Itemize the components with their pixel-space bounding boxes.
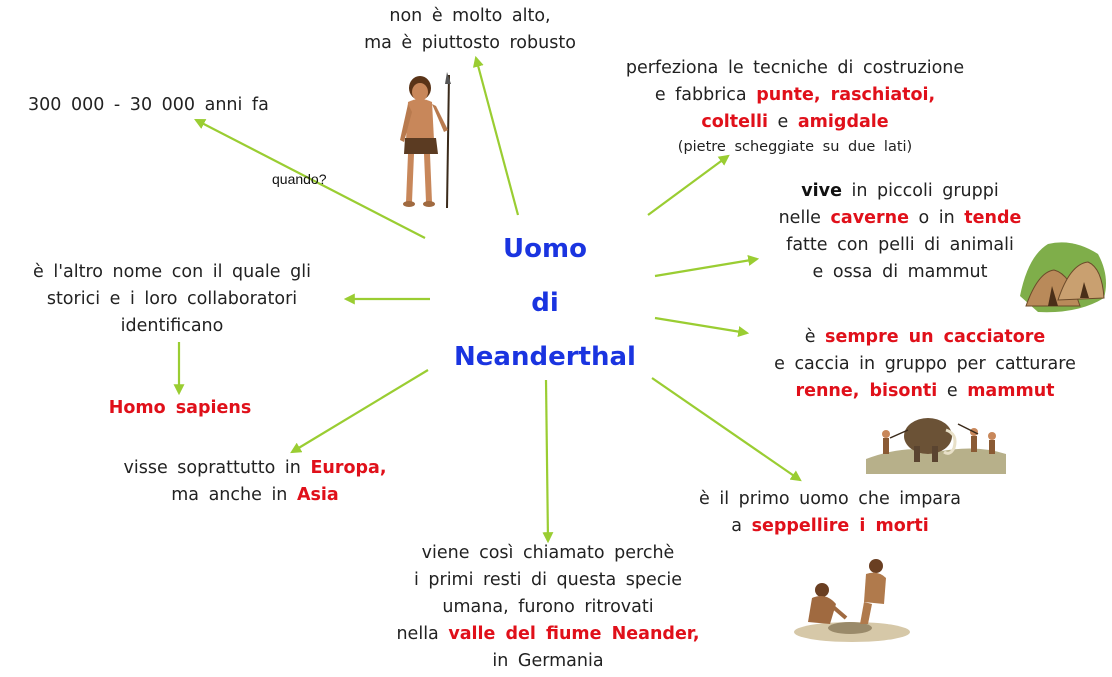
arrow-to-name xyxy=(542,379,554,544)
node-living-line2d: tende xyxy=(964,208,1022,228)
node-name-origin: viene così chiamato perchè i primi resti… xyxy=(368,540,728,675)
node-other-name-line3: identificano xyxy=(120,316,224,336)
edge-label-quando: quando? xyxy=(272,171,327,187)
node-sapiens-text: Homo sapiens xyxy=(108,398,252,418)
node-tools: perfeziona le tecniche di costruzione e … xyxy=(585,55,1005,158)
node-tools-line2b: punte, raschiatoi, xyxy=(756,85,936,105)
arrow-to-where xyxy=(290,369,429,454)
node-tools-line4: (pietre scheggiate su due lati) xyxy=(677,139,913,155)
node-hunter-line1a: è xyxy=(804,327,826,347)
node-name-line1: viene così chiamato perchè xyxy=(421,543,675,563)
node-stature: non è molto alto, ma è piuttosto robusto xyxy=(330,3,610,57)
node-tools-line2a: e fabbrica xyxy=(654,85,757,105)
node-other-name: è l'altro nome con il quale gli storici … xyxy=(2,259,342,340)
node-stature-line1: non è molto alto, xyxy=(389,6,551,26)
node-where-line2a: ma anche in xyxy=(171,485,297,505)
node-when: 300 000 - 30 000 anni fa xyxy=(28,92,269,119)
node-where-line1a: visse soprattutto in xyxy=(123,458,311,478)
node-burial-line2a: a xyxy=(731,516,752,536)
burial-scene-illustration xyxy=(794,559,910,642)
node-living-line2c: o in xyxy=(908,208,965,228)
mammoth-hunt-illustration xyxy=(866,418,1006,474)
node-name-line4b: valle del fiume Neander, xyxy=(448,624,700,644)
node-where-line1b: Europa, xyxy=(310,458,387,478)
node-hunter-line1b: sempre un cacciatore xyxy=(825,327,1046,347)
node-living-line2b: caverne xyxy=(830,208,909,228)
node-stature-line2: ma è piuttosto robusto xyxy=(364,33,576,53)
node-hunter-line3b: e xyxy=(937,381,968,401)
node-name-line3: umana, furono ritrovati xyxy=(442,597,654,617)
arrow-to-stature xyxy=(472,55,520,216)
neanderthal-man-illustration xyxy=(400,72,451,209)
arrow-to-hunter xyxy=(654,316,750,338)
node-name-line2: i primi resti di questa specie xyxy=(413,570,683,590)
node-burial-line1: è il primo uomo che impara xyxy=(699,489,961,509)
node-tools-line3c: amigdale xyxy=(797,112,889,132)
node-living: vive in piccoli gruppi nelle caverne o i… xyxy=(740,178,1060,286)
center-title-line2: di xyxy=(531,288,559,318)
node-other-name-line2: storici e i loro collaboratori xyxy=(46,289,298,309)
node-living-line4: e ossa di mammut xyxy=(812,262,988,282)
arrow-to-tools xyxy=(647,154,730,216)
arrow-to-living xyxy=(654,255,760,278)
node-tools-line1: perfeziona le tecniche di costruzione xyxy=(625,58,965,78)
node-other-name-line1: è l'altro nome con il quale gli xyxy=(33,262,311,282)
arrow-to-burial xyxy=(651,377,802,482)
center-title-line3: Neanderthal xyxy=(454,342,636,372)
arrow-to-when xyxy=(194,118,426,239)
node-tools-line3b: e xyxy=(767,112,798,132)
node-when-text: 300 000 - 30 000 anni fa xyxy=(28,95,269,115)
node-living-line2a: nelle xyxy=(778,208,831,228)
node-living-line1b: in piccoli gruppi xyxy=(841,181,999,201)
node-tools-line3a: coltelli xyxy=(701,112,768,132)
node-living-line1a: vive xyxy=(801,181,842,201)
node-burial-line2b: seppellire i morti xyxy=(751,516,929,536)
node-name-line5: in Germania xyxy=(492,651,604,671)
node-hunter-line3a: renne, bisonti xyxy=(795,381,938,401)
node-hunter-line3c: mammut xyxy=(967,381,1055,401)
node-where-line2b: Asia xyxy=(296,485,339,505)
center-title: Uomo di Neanderthal xyxy=(440,222,650,384)
hut-illustration xyxy=(1020,242,1106,313)
node-hunter: è sempre un cacciatore e caccia in grupp… xyxy=(740,324,1110,405)
node-living-line3: fatte con pelli di animali xyxy=(786,235,1014,255)
node-where: visse soprattutto in Europa, ma anche in… xyxy=(80,455,430,509)
center-title-line1: Uomo xyxy=(503,234,587,264)
node-sapiens: Homo sapiens xyxy=(60,395,300,422)
node-burial: è il primo uomo che impara a seppellire … xyxy=(670,486,990,540)
node-hunter-line2: e caccia in gruppo per catturare xyxy=(774,354,1076,374)
node-name-line4a: nella xyxy=(396,624,449,644)
